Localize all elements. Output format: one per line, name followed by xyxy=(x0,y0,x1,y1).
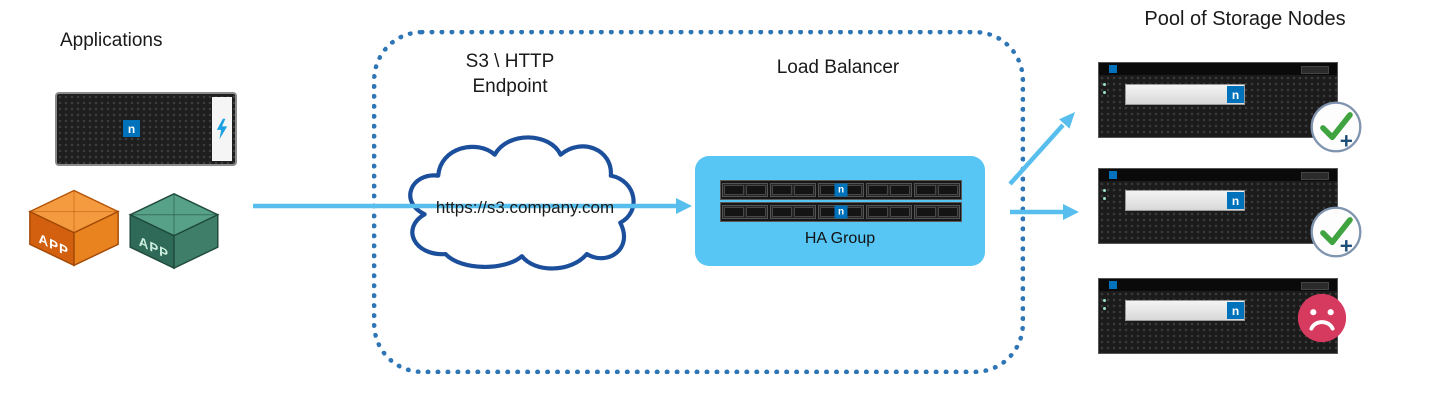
power-module xyxy=(212,97,232,161)
netapp-logo-icon xyxy=(1109,281,1117,289)
status-leds xyxy=(1103,83,1106,94)
status-leds xyxy=(1103,299,1106,310)
plus-icon: + xyxy=(1340,233,1353,258)
netapp-logo-icon: n xyxy=(834,183,848,197)
lightning-bolt-icon xyxy=(216,118,228,140)
endpoint-boundary-box xyxy=(372,30,1025,374)
drive-bay xyxy=(770,183,816,197)
vent xyxy=(1301,172,1329,180)
drive-bay xyxy=(722,183,768,197)
netapp-logo-icon: n xyxy=(1227,192,1244,209)
netapp-logo-icon: n xyxy=(1227,86,1244,103)
ha-group-box: n n HA Group xyxy=(695,156,985,266)
controller-sled: n xyxy=(1125,190,1245,211)
endpoint-url: https://s3.company.com xyxy=(435,198,615,217)
netapp-logo-icon: n xyxy=(1227,302,1244,319)
arrowhead xyxy=(1063,204,1079,220)
application-storage-appliance: n xyxy=(55,92,237,166)
healthy-check-plus-badge-icon: + xyxy=(1310,101,1362,153)
controller-sled: n xyxy=(1125,300,1245,321)
storage-node-2: n xyxy=(1098,168,1338,244)
healthy-check-plus-badge-icon: + xyxy=(1310,206,1362,258)
drive-bay xyxy=(866,205,912,219)
applications-label: Applications xyxy=(60,30,163,51)
status-leds xyxy=(1103,189,1106,200)
pool-title: Pool of Storage Nodes xyxy=(1144,8,1346,30)
storage-node-3: n xyxy=(1098,278,1338,354)
vent xyxy=(1301,66,1329,74)
netapp-logo-icon xyxy=(1109,171,1117,179)
drive-bay xyxy=(914,205,960,219)
drive-bay xyxy=(770,205,816,219)
drive-bay xyxy=(914,183,960,197)
drive-bay xyxy=(722,205,768,219)
load-balancer-title: Load Balancer xyxy=(776,57,900,78)
load-balancer-server: n xyxy=(720,202,962,222)
cloud-icon xyxy=(408,135,636,271)
frown-mouth xyxy=(1309,320,1335,331)
ha-group-label: HA Group xyxy=(804,230,876,247)
netapp-logo-icon xyxy=(1109,65,1117,73)
check-icon xyxy=(1320,217,1353,246)
drive-bay xyxy=(866,183,912,197)
endpoint-title: S3 \ HTTP Endpoint xyxy=(400,50,620,99)
storage-node-1: n xyxy=(1098,62,1338,138)
app-box-green-icon: APP xyxy=(128,193,220,270)
vent xyxy=(1301,282,1329,290)
netapp-logo-icon: n xyxy=(123,120,140,137)
endpoint-title-line2: Endpoint xyxy=(472,75,548,97)
check-icon xyxy=(1320,112,1353,141)
endpoint-title-line1: S3 \ HTTP xyxy=(465,51,555,72)
netapp-logo-icon: n xyxy=(834,205,848,219)
load-balancer-server: n xyxy=(720,180,962,200)
arrowhead xyxy=(1059,112,1075,129)
controller-sled: n xyxy=(1125,84,1245,105)
app-box-orange-icon: APP xyxy=(28,189,120,267)
failed-sad-face-badge-icon xyxy=(1297,293,1347,343)
plus-icon: + xyxy=(1340,128,1353,153)
